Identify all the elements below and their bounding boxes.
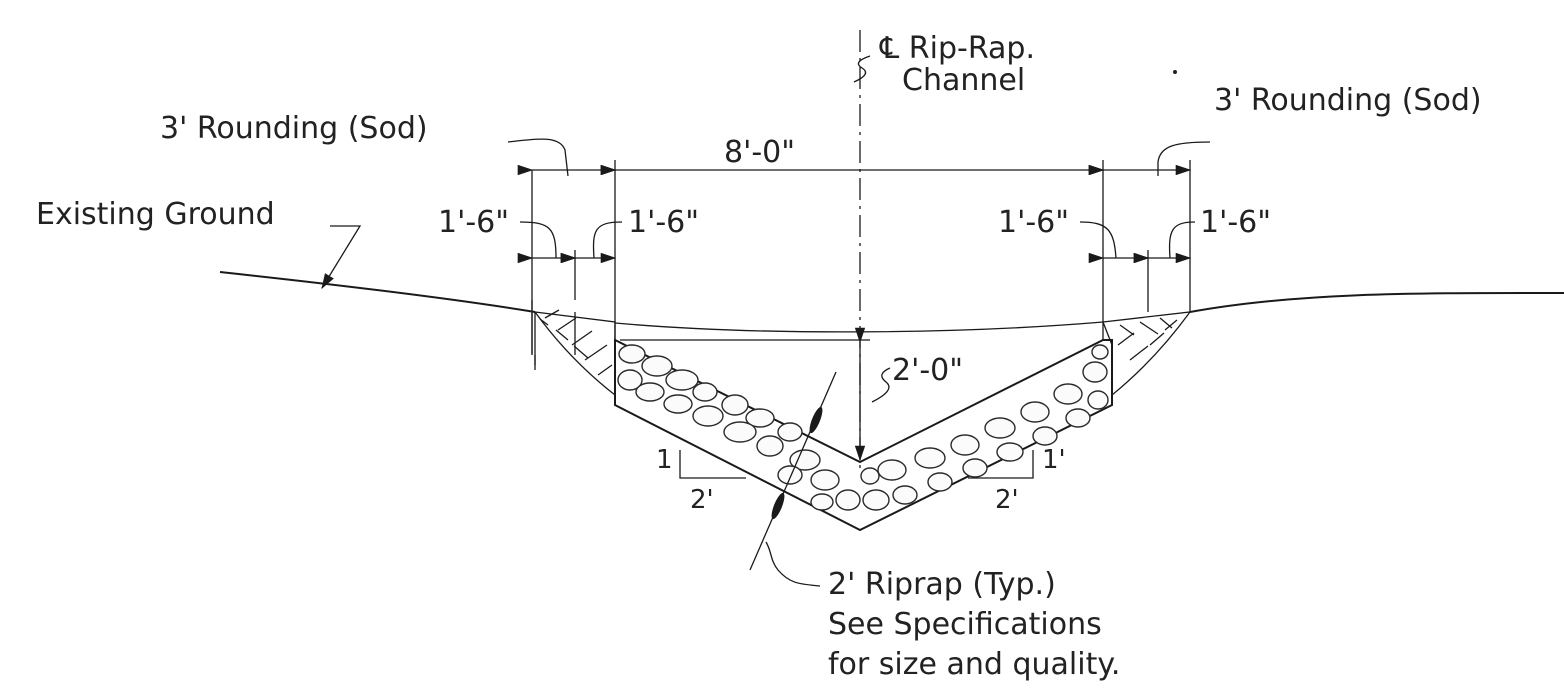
depth-leader xyxy=(871,367,891,403)
rounding-right-label: 3' Rounding (Sod) xyxy=(1214,83,1482,118)
top-width-label: 8'-0" xyxy=(724,135,795,170)
slope-left-run: 2' xyxy=(690,485,714,515)
top-of-channel-line xyxy=(614,321,1104,333)
leader-l2 xyxy=(592,221,623,259)
slope-right-indicator xyxy=(968,450,1034,479)
dim-left-outer-label: 1'-6" xyxy=(438,205,509,240)
leader-r1 xyxy=(1079,221,1117,259)
dim-left-inner-label: 1'-6" xyxy=(628,205,699,240)
rounding-right-leader xyxy=(1157,141,1211,176)
centerline-label-2: Channel xyxy=(902,63,1025,98)
rounding-left-leader xyxy=(507,138,569,177)
rounding-left-label: 3' Rounding (Sod) xyxy=(160,111,428,146)
leader-l1 xyxy=(519,221,557,259)
slope-left-indicator xyxy=(679,450,746,479)
riprap-layer xyxy=(614,338,1113,532)
sod-hatch-right xyxy=(1102,311,1192,397)
existing-ground-line xyxy=(219,271,1564,313)
riprap-note-leader xyxy=(765,541,821,587)
riprap-note-2: See Specifications xyxy=(828,607,1102,642)
slope-left-rise: 1 xyxy=(656,445,673,475)
slope-right-rise: 1' xyxy=(1042,445,1066,475)
centerline-label: ℄ Rip-Rap. xyxy=(879,31,1035,66)
dim-right-inner-label: 1'-6" xyxy=(998,205,1069,240)
dim-right-outer-label: 1'-6" xyxy=(1200,205,1271,240)
riprap-note-3: for size and quality. xyxy=(828,647,1120,682)
centerline-leader xyxy=(853,55,871,83)
riprap-note-1: 2' Riprap (Typ.) xyxy=(828,567,1056,602)
depth-label: 2'-0" xyxy=(892,353,963,388)
slope-right-run: 2' xyxy=(995,485,1019,515)
leader-r2 xyxy=(1168,221,1196,259)
existing-ground-label: Existing Ground xyxy=(36,197,275,232)
existing-ground-leader xyxy=(321,225,362,290)
riprap-thickness-line xyxy=(749,371,837,571)
